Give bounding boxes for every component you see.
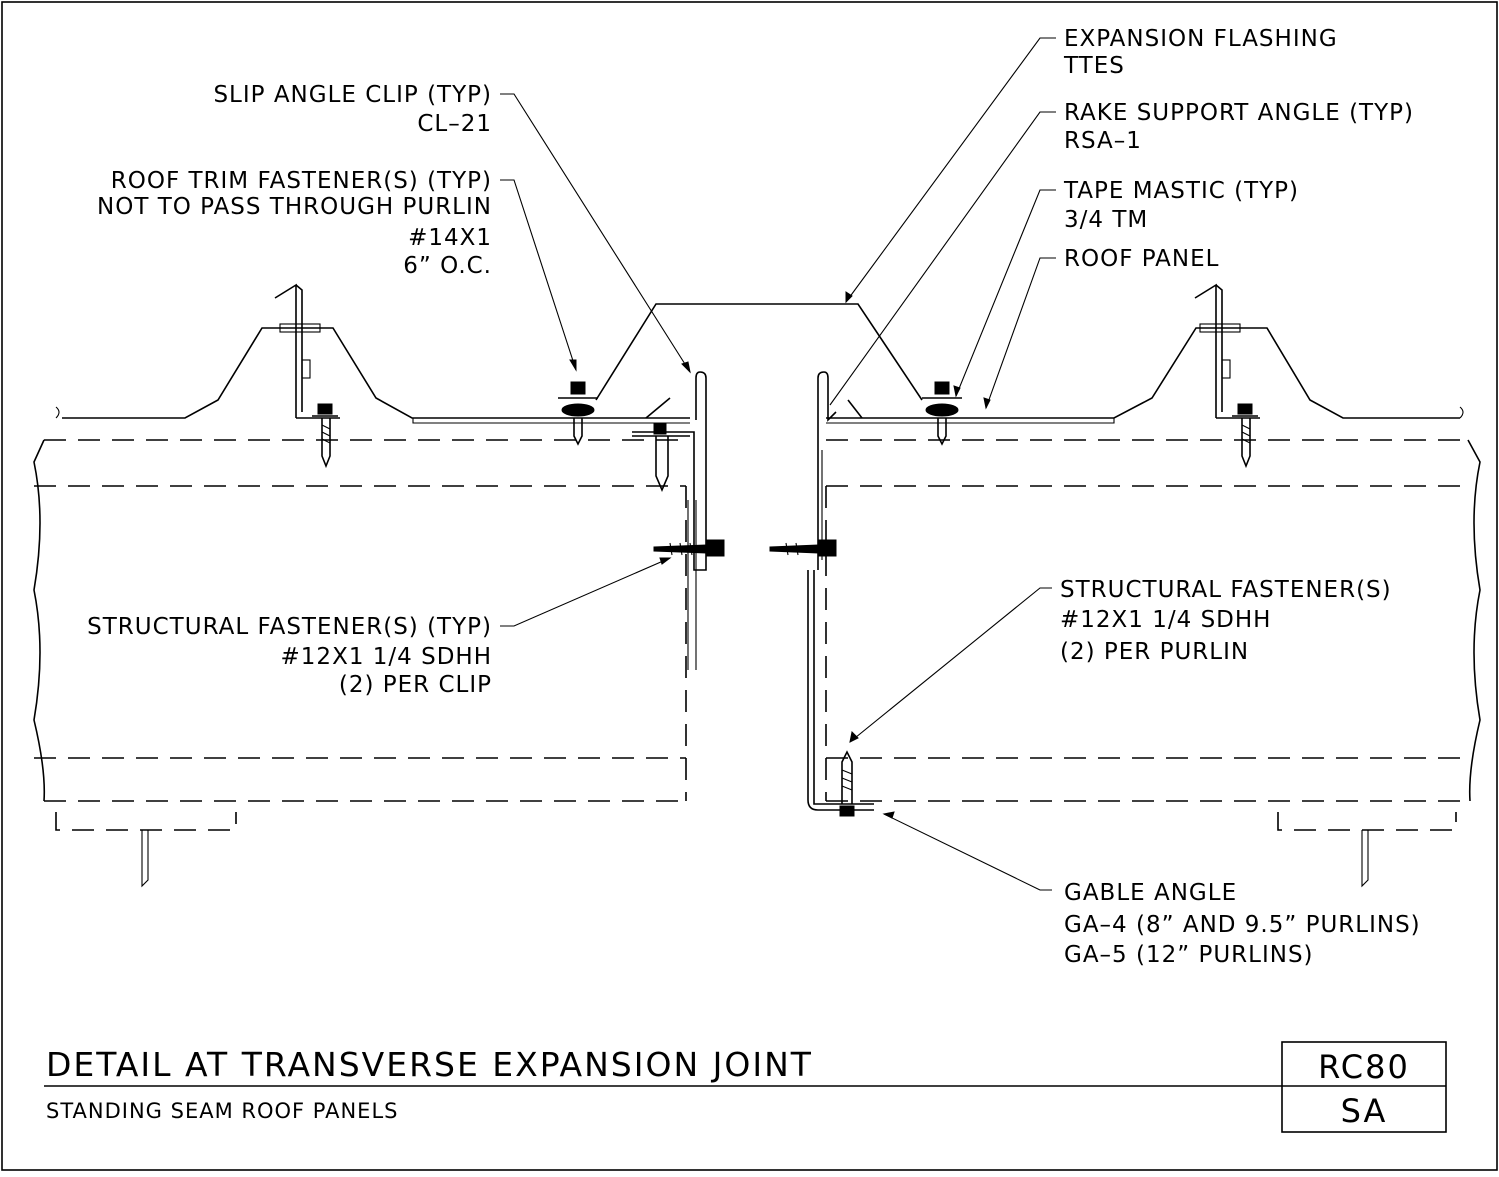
callout-roof-trim-fastener: ROOF TRIM FASTENER(S) (TYP) NOT TO PASS …	[97, 168, 492, 279]
callout-rake-support-angle: RAKE SUPPORT ANGLE (TYP) RSA–1	[1064, 100, 1414, 154]
drawing-subtitle: STANDING SEAM ROOF PANELS	[46, 1099, 398, 1123]
callout-line: GA–5 (12” PURLINS)	[1064, 942, 1314, 968]
right-clip-screw	[1232, 403, 1258, 469]
callout-line: EXPANSION FLASHING	[1064, 26, 1338, 52]
drawing-title: DETAIL AT TRANSVERSE EXPANSION JOINT	[46, 1045, 813, 1084]
callout-tape-mastic: TAPE MASTIC (TYP) 3/4 TM	[1063, 178, 1299, 233]
callout-line: TAPE MASTIC (TYP)	[1063, 178, 1299, 204]
drawing-code-bottom: SA	[1341, 1092, 1388, 1130]
right-purlin	[825, 439, 1481, 802]
callout-line: STRUCTURAL FASTENER(S) (TYP)	[87, 614, 492, 640]
callout-line: TTES	[1063, 53, 1125, 79]
right-rake-support-angle	[807, 371, 874, 811]
callout-line: (2) PER CLIP	[339, 672, 492, 698]
left-clip-screw	[312, 403, 338, 469]
drawing-code-top: RC80	[1318, 1048, 1410, 1086]
callout-roof-panel: ROOF PANEL	[1064, 246, 1219, 272]
left-structural-screw	[653, 539, 725, 557]
right-support-below	[1277, 812, 1457, 888]
right-structural-screw	[769, 539, 837, 557]
callout-line: #12X1 1/4 SDHH	[1060, 607, 1271, 633]
callout-line: #14X1	[408, 225, 492, 251]
left-trim-fastener	[558, 381, 598, 446]
callout-line: STRUCTURAL FASTENER(S)	[1060, 577, 1392, 603]
left-roof-panel	[55, 327, 690, 424]
left-slip-angle-clip	[632, 371, 707, 670]
callout-line: RAKE SUPPORT ANGLE (TYP)	[1064, 100, 1414, 126]
callout-line: GABLE ANGLE	[1064, 880, 1237, 906]
drawing-code-box	[1281, 1041, 1447, 1133]
callout-line: NOT TO PASS THROUGH PURLIN	[97, 194, 492, 220]
right-expansion-flashing	[842, 303, 923, 419]
right-seam-clip	[1194, 283, 1260, 419]
title-block: DETAIL AT TRANSVERSE EXPANSION JOINT STA…	[44, 1041, 1447, 1133]
callout-line: (2) PER PURLIN	[1060, 639, 1249, 665]
right-trim-fastener	[922, 381, 962, 446]
callout-line: ROOF PANEL	[1064, 246, 1219, 272]
gable-angle-screw	[839, 750, 855, 817]
callout-line: GA–4 (8” AND 9.5” PURLINS)	[1064, 912, 1421, 938]
callout-line: RSA–1	[1064, 128, 1142, 154]
left-expansion-flashing	[595, 303, 842, 419]
callout-structural-fastener-left: STRUCTURAL FASTENER(S) (TYP) #12X1 1/4 S…	[87, 614, 492, 698]
callout-line: CL–21	[417, 111, 492, 137]
callout-structural-fastener-right: STRUCTURAL FASTENER(S) #12X1 1/4 SDHH (2…	[1060, 577, 1392, 665]
callout-line: #12X1 1/4 SDHH	[281, 644, 492, 670]
left-seam-clip	[274, 283, 340, 419]
callout-line: 3/4 TM	[1064, 207, 1148, 233]
callout-line: SLIP ANGLE CLIP (TYP)	[213, 82, 492, 108]
right-roof-panel	[826, 327, 1464, 424]
callout-slip-angle-clip: SLIP ANGLE CLIP (TYP) CL–21	[213, 82, 492, 137]
left-support-below	[55, 812, 237, 888]
callout-gable-angle: GABLE ANGLE GA–4 (8” AND 9.5” PURLINS) G…	[1064, 880, 1421, 968]
callout-line: ROOF TRIM FASTENER(S) (TYP)	[111, 168, 492, 194]
leader-lines	[500, 37, 1056, 891]
left-purlin	[33, 439, 687, 802]
callout-expansion-flashing: EXPANSION FLASHING TTES	[1063, 26, 1338, 79]
callout-line: 6” O.C.	[403, 253, 492, 279]
